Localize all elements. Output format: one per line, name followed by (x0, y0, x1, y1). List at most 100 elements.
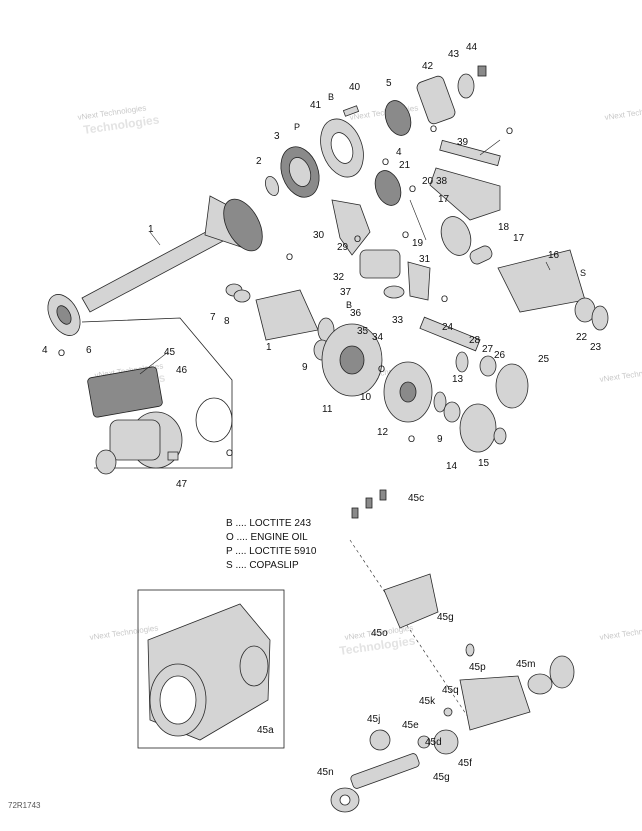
symbol-oil: O (506, 126, 513, 136)
lower-gears (225, 283, 529, 453)
callout-13: 13 (452, 374, 464, 385)
callout-38: 38 (436, 176, 448, 187)
callout-45e: 45e (402, 720, 419, 731)
callout-45d: 45d (425, 737, 442, 748)
symbol-copaslip: S (580, 268, 586, 278)
watermark: vNext Technologies (89, 623, 159, 642)
callout-45n: 45n (317, 767, 334, 778)
inset-45a-housing (137, 589, 285, 749)
mid-gears (331, 139, 609, 331)
callout-39: 39 (457, 137, 469, 148)
symbol-oil: O (408, 434, 415, 444)
callout-26: 26 (494, 350, 506, 361)
callout-41: 41 (310, 100, 322, 111)
callout-45g: 45g (437, 612, 454, 623)
callout-2: 2 (256, 156, 262, 167)
callout-45k: 45k (419, 696, 436, 707)
callout-46: 46 (176, 365, 188, 376)
callout-9: 9 (437, 434, 443, 445)
callout-25: 25 (538, 354, 550, 365)
symbol-oil: O (58, 348, 65, 358)
callout-20: 20 (422, 176, 434, 187)
callout-42: 42 (422, 61, 434, 72)
material-symbols: O O O O O O O O O O O O B B P S (58, 92, 586, 458)
callout-47: 47 (176, 479, 188, 490)
callout-15: 15 (478, 458, 490, 469)
inset-frame (137, 589, 285, 749)
callout-33: 33 (392, 315, 404, 326)
callout-17: 17 (513, 233, 525, 244)
callout-45m: 45m (516, 659, 535, 670)
callout-35: 35 (357, 326, 369, 337)
callout-45j: 45j (367, 714, 380, 725)
symbol-loctite-243: B (346, 300, 352, 310)
callout-6: 6 (86, 345, 92, 356)
callout-4: 4 (396, 147, 402, 158)
callout-45c: 45c (408, 493, 424, 504)
part-45-exploded (330, 489, 575, 813)
callout-28: 28 (469, 335, 481, 346)
legend-item-s: S .... COPASLIP (226, 560, 299, 571)
callout-14: 14 (446, 461, 458, 472)
legend-item-o: O .... ENGINE OIL (226, 532, 308, 543)
callout-40: 40 (349, 82, 361, 93)
watermark: vNext Technologies (604, 103, 642, 122)
symbol-oil: O (226, 448, 233, 458)
callout-45q: 45q (442, 685, 459, 696)
callout-29: 29 (337, 242, 349, 253)
callout-45p: 45p (469, 662, 486, 673)
callout-9: 9 (302, 362, 308, 373)
callout-10: 10 (360, 392, 372, 403)
symbol-oil: O (382, 157, 389, 167)
watermark: vNext Technologies (599, 623, 642, 642)
legend-item-p: P .... LOCTITE 5910 (226, 546, 317, 557)
callout-30: 30 (313, 230, 325, 241)
callout-23: 23 (590, 342, 602, 353)
callout-36: 36 (350, 308, 362, 319)
callout-27: 27 (482, 344, 494, 355)
callout-12: 12 (377, 427, 389, 438)
symbol-oil: O (441, 294, 448, 304)
callout-22: 22 (576, 332, 588, 343)
callout-17: 17 (438, 194, 450, 205)
callout-45o: 45o (371, 628, 388, 639)
callout-4: 4 (42, 345, 48, 356)
callout-19: 19 (412, 238, 424, 249)
callout-3: 3 (274, 131, 280, 142)
callout-31: 31 (419, 254, 431, 265)
callout-32: 32 (333, 272, 345, 283)
part-45-assembly (81, 317, 233, 475)
callout-5: 5 (386, 78, 392, 89)
symbol-oil: O (402, 230, 409, 240)
callout-1: 1 (266, 342, 272, 353)
part-1-main-shaft (47, 195, 263, 336)
legend-item-b: B .... LOCTITE 243 (226, 518, 311, 529)
symbol-loctite-5910: P (294, 122, 300, 132)
callout-8: 8 (224, 316, 230, 327)
symbol-oil: O (354, 234, 361, 244)
callout-18: 18 (498, 222, 510, 233)
leader-lines (139, 139, 551, 375)
symbol-oil: O (409, 184, 416, 194)
symbol-oil: O (430, 124, 437, 134)
callout-21: 21 (399, 160, 411, 171)
callout-43: 43 (448, 49, 460, 60)
callout-34: 34 (372, 332, 384, 343)
figure-code: 72R1743 (8, 801, 41, 810)
callout-44: 44 (466, 42, 478, 53)
legend: B .... LOCTITE 243 O .... ENGINE OIL P .… (226, 518, 317, 571)
callout-7: 7 (210, 312, 216, 323)
callout-labels: 1 1 2 3 4 4 5 6 7 8 9 9 10 11 12 13 14 1… (42, 42, 602, 783)
callout-45a: 45a (257, 725, 274, 736)
symbol-oil: O (378, 364, 385, 374)
callout-11: 11 (322, 404, 333, 415)
symbol-oil: O (286, 252, 293, 262)
callout-37: 37 (340, 287, 352, 298)
callout-45g: 45g (433, 772, 450, 783)
callout-16: 16 (548, 250, 560, 261)
upper-parts (265, 65, 487, 198)
callout-1: 1 (148, 224, 154, 235)
callout-24: 24 (442, 322, 454, 333)
callout-45: 45 (164, 347, 176, 358)
